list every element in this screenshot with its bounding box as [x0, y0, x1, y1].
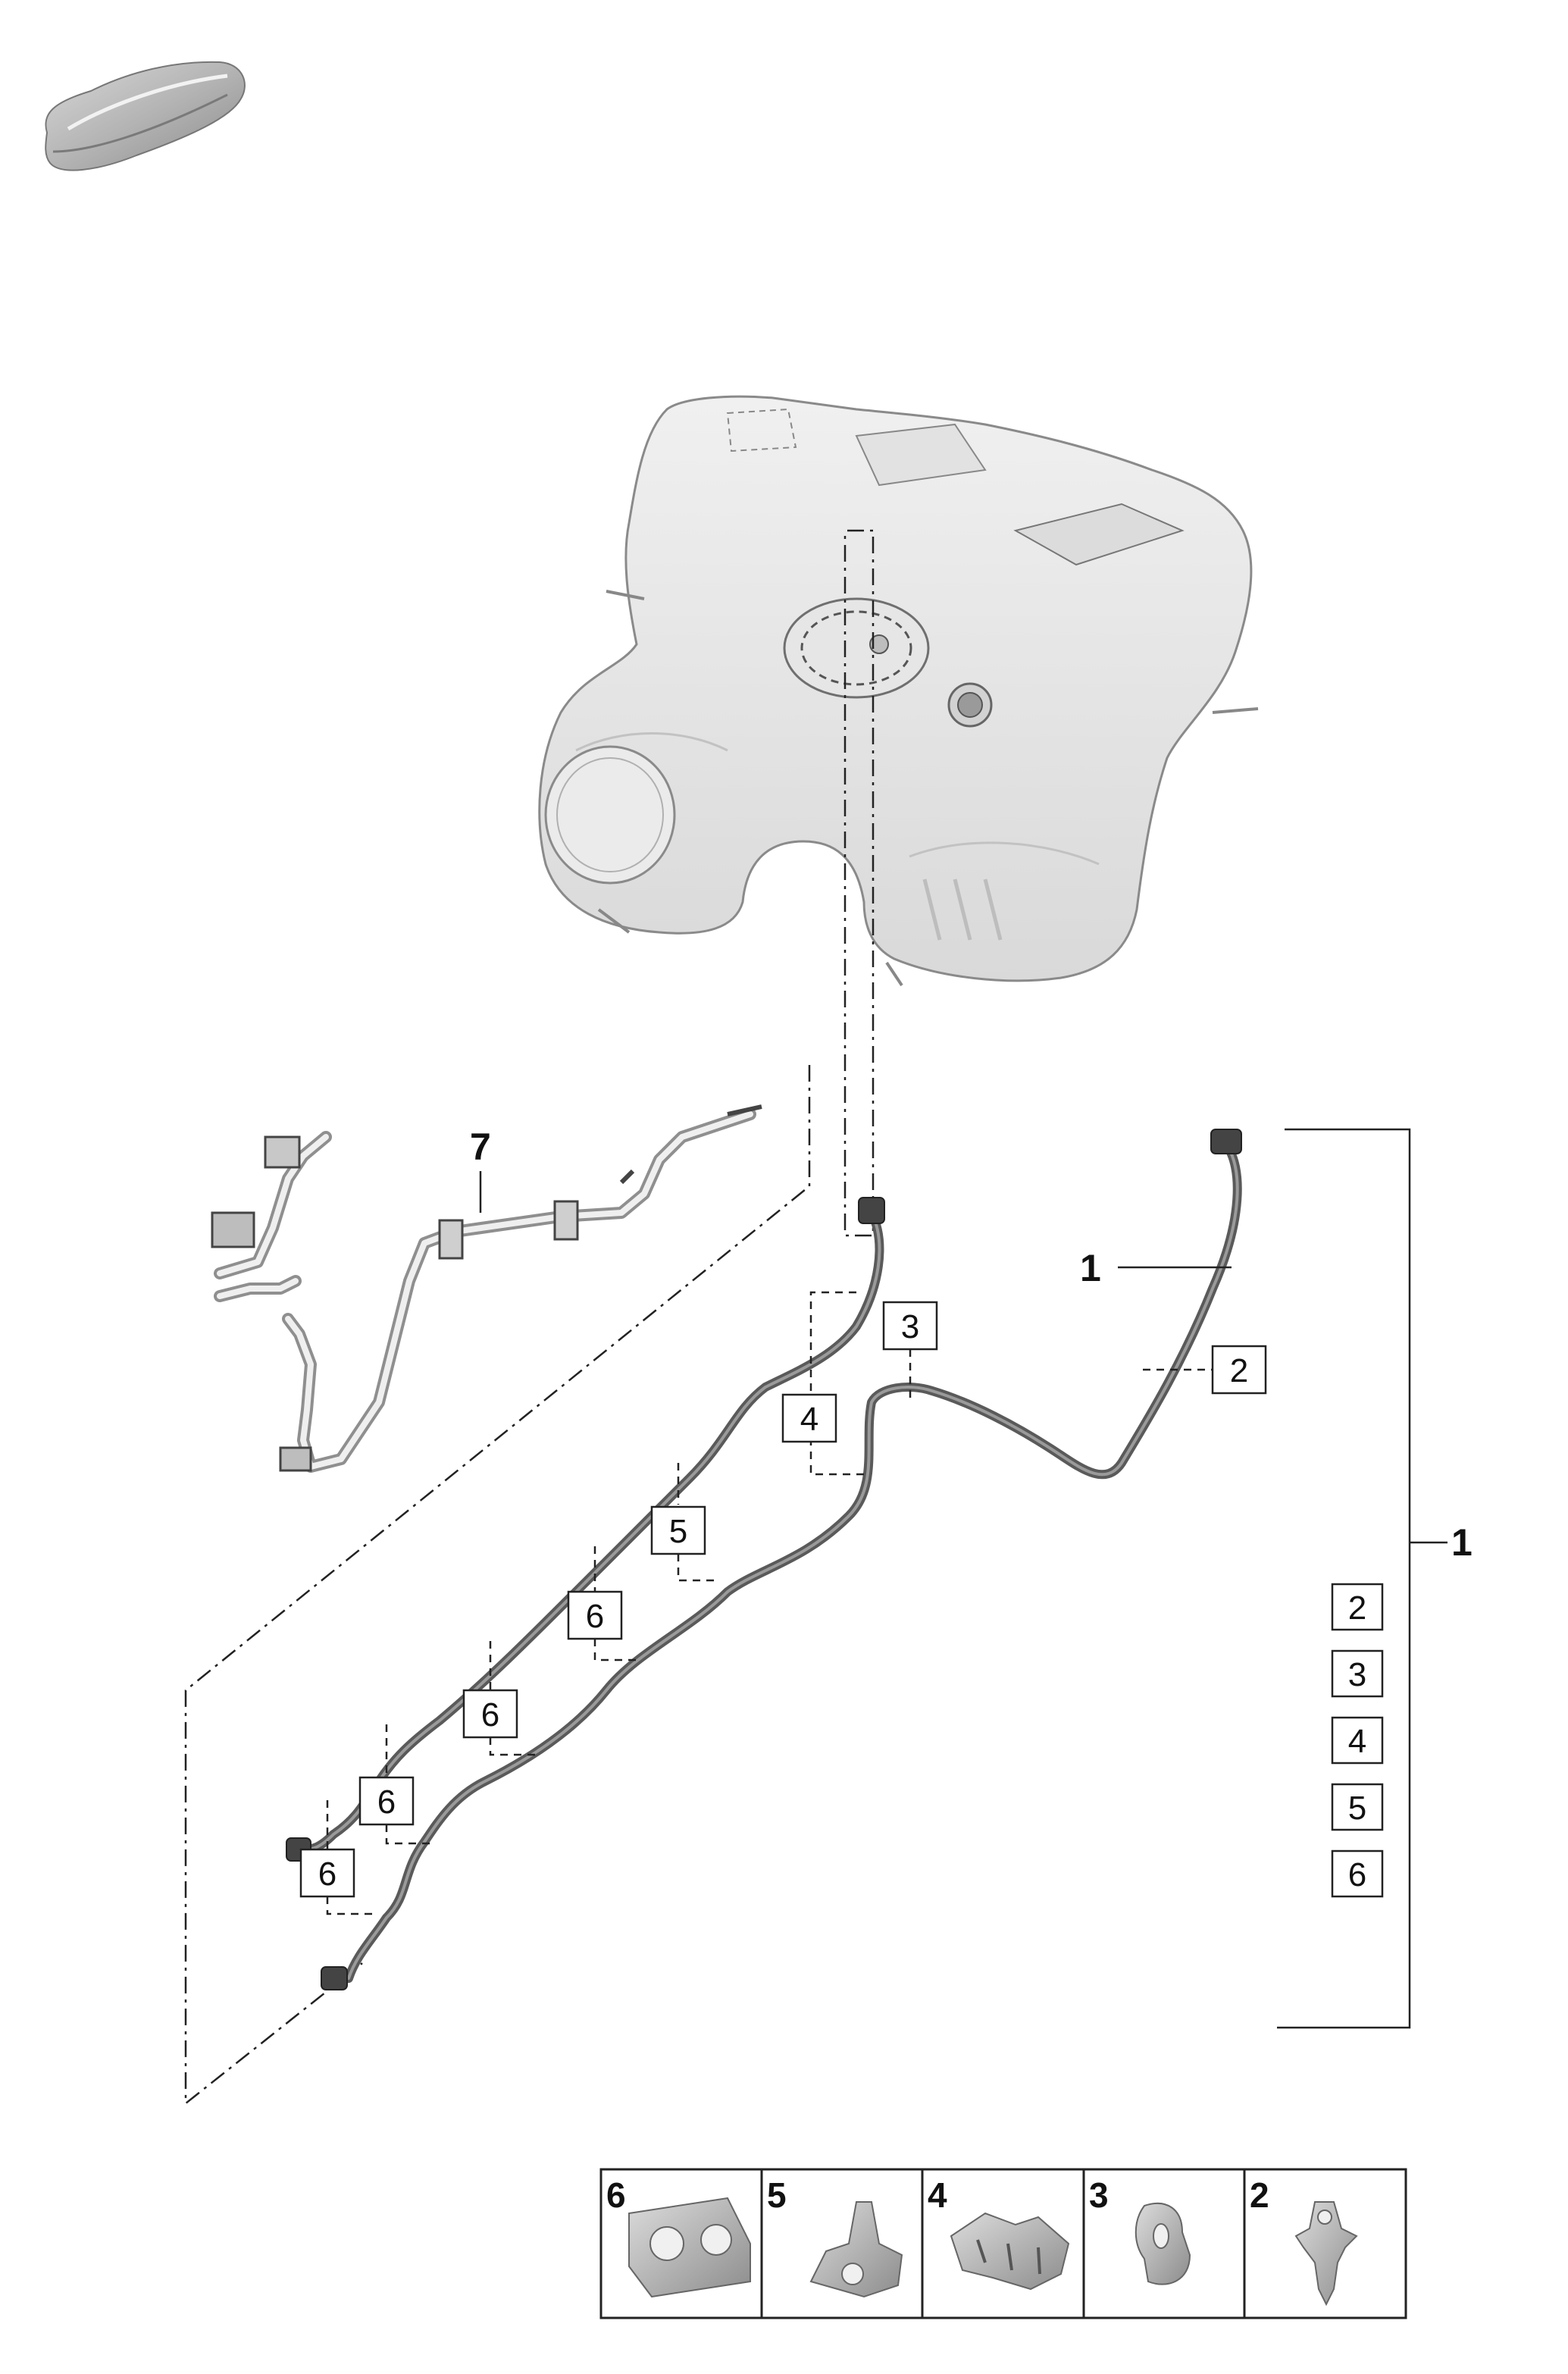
box-3-label: 3	[901, 1308, 919, 1345]
box-5-label: 5	[669, 1513, 687, 1550]
legend-num-3: 3	[1089, 2175, 1109, 2215]
tank-leader	[843, 529, 875, 1237]
multi-clip-icon	[950, 2212, 1070, 2291]
group-item-label: 2	[1348, 1589, 1366, 1627]
group-list: 2 3 4 5 6	[1331, 1583, 1384, 1898]
group-bracket: 1	[1277, 1128, 1473, 2029]
group-item-label: 5	[1348, 1790, 1366, 1827]
car-thumbnail-icon	[45, 61, 246, 171]
box-callout-6d: 6	[299, 1800, 375, 1915]
box-callout-3: 3	[882, 1301, 938, 1402]
double-clip-icon	[628, 2197, 751, 2298]
group-item-label: 4	[1348, 1723, 1366, 1760]
box-6c-label: 6	[377, 1784, 396, 1821]
legend-num-4: 4	[928, 2175, 947, 2215]
legend-num-2: 2	[1250, 2175, 1269, 2215]
box-callout-6c: 6	[358, 1724, 432, 1845]
legend-num-5: 5	[767, 2175, 787, 2215]
fuel-tank	[538, 395, 1259, 987]
legend-num-6: 6	[606, 2175, 626, 2215]
callout-7: 7	[470, 1126, 491, 1213]
box-callout-2: 2	[1143, 1345, 1267, 1395]
box-6d-label: 6	[318, 1856, 336, 1893]
group-item-label: 3	[1348, 1656, 1366, 1693]
box-6a-label: 6	[586, 1598, 604, 1635]
box-callout-6b: 6	[462, 1641, 538, 1756]
envelope-outline	[184, 1065, 811, 2106]
pipe-harness	[211, 1104, 762, 1473]
box-callout-6a: 6	[567, 1546, 640, 1661]
callout-1-hose-label: 1	[1080, 1247, 1101, 1289]
clip-icon	[1135, 2202, 1191, 2285]
hose-line	[286, 1129, 1242, 1990]
parts-legend: 6 5 4 3 2	[599, 2168, 1407, 2319]
box-callout-5: 5	[650, 1463, 720, 1582]
box-4-label: 4	[800, 1401, 818, 1438]
box-6b-label: 6	[481, 1696, 499, 1734]
callout-7-label: 7	[470, 1126, 491, 1168]
callout-1-hose: 1	[1080, 1247, 1232, 1289]
box-2-label: 2	[1230, 1352, 1248, 1389]
group-item-label: 6	[1348, 1856, 1366, 1893]
holder-icon	[809, 2201, 903, 2298]
box-callout-4: 4	[781, 1291, 864, 1476]
push-rivet-icon	[1294, 2201, 1358, 2307]
group-callout-1-label: 1	[1451, 1521, 1473, 1564]
